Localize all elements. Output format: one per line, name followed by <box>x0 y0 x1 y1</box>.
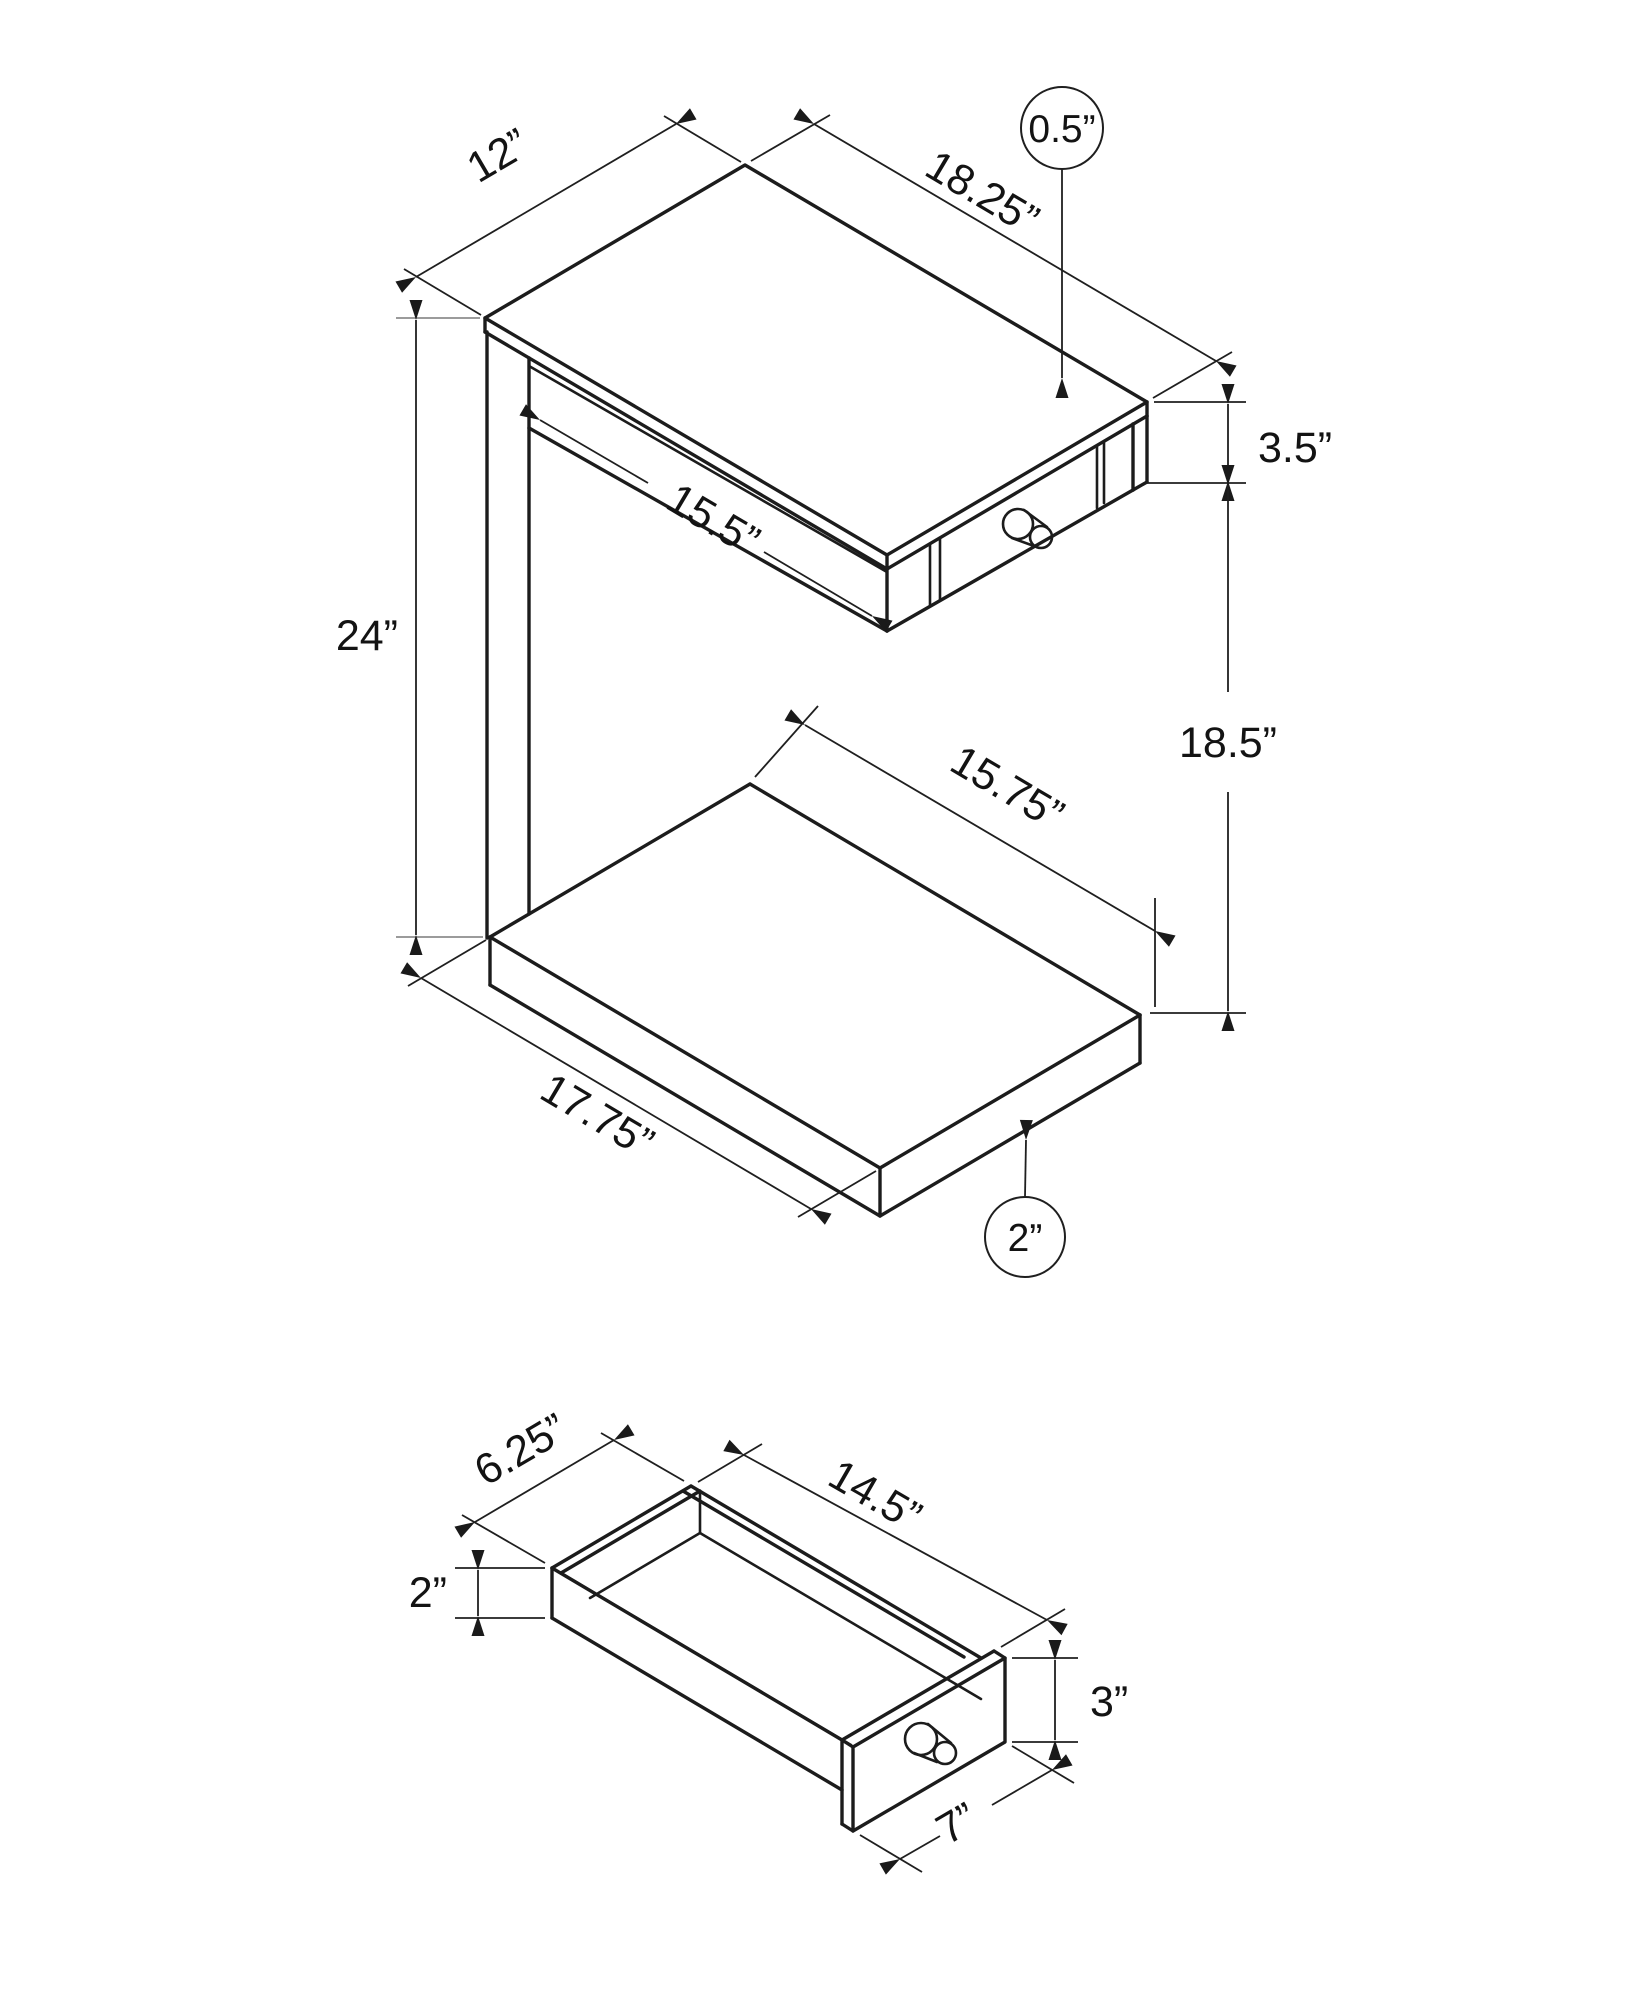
dim-box-depth-label: 2” <box>409 1569 447 1617</box>
dim-overall-height-label: 24” <box>336 612 398 660</box>
dim-clearance-height: 18.5” <box>1150 465 1277 1031</box>
drawer-section <box>527 364 1149 633</box>
dim-shelf-length-label: 15.75” <box>942 736 1071 839</box>
drawer-knob <box>903 1721 958 1766</box>
dim-base-length-label: 17.75” <box>532 1064 661 1167</box>
dim-box-length: 14.5” <box>697 1439 1068 1648</box>
base-shelf <box>488 782 1142 1218</box>
dim-box-length-label: 14.5” <box>821 1451 930 1542</box>
dim-box-width-label: 6.25” <box>467 1404 576 1495</box>
drawer-front-panel <box>840 1649 1007 1833</box>
dim-top-width-label: 12” <box>459 119 537 192</box>
drawer-knob <box>1001 507 1054 550</box>
callout-base-thickness: 2” <box>984 1119 1066 1278</box>
dim-top-width: 12” <box>395 108 742 316</box>
accent-table-figure: 12” 18.25” 0.5” 3.5” 18.5” <box>336 86 1332 1278</box>
drawer-figure: 6.25” 14.5” 2” 3” 7” <box>409 1404 1128 1875</box>
side-panel <box>485 330 531 940</box>
dim-base-length: 17.75” <box>400 939 877 1225</box>
callout-base-thickness-label: 2” <box>1008 1217 1043 1260</box>
table-top <box>483 163 1149 571</box>
dim-front-height-label: 3” <box>1090 1678 1128 1726</box>
callout-top-thickness: 0.5” <box>1020 86 1104 398</box>
dim-front-height: 3” <box>1012 1640 1128 1760</box>
dim-shelf-length: 15.75” <box>754 705 1176 1007</box>
drawer-box <box>550 1484 983 1792</box>
dim-clearance-height-label: 18.5” <box>1179 719 1277 767</box>
dim-top-length: 18.25” <box>750 108 1237 399</box>
dim-front-width-label: 7” <box>928 1794 985 1855</box>
dim-overall-height: 24” <box>336 300 483 955</box>
dim-box-width: 6.25” <box>454 1404 685 1564</box>
dim-box-depth: 2” <box>409 1550 545 1636</box>
dim-drawer-height-label: 3.5” <box>1258 424 1332 472</box>
callout-top-thickness-label: 0.5” <box>1028 108 1095 151</box>
dim-drawer-height: 3.5” <box>1146 384 1332 501</box>
dim-top-length-label: 18.25” <box>917 141 1046 244</box>
